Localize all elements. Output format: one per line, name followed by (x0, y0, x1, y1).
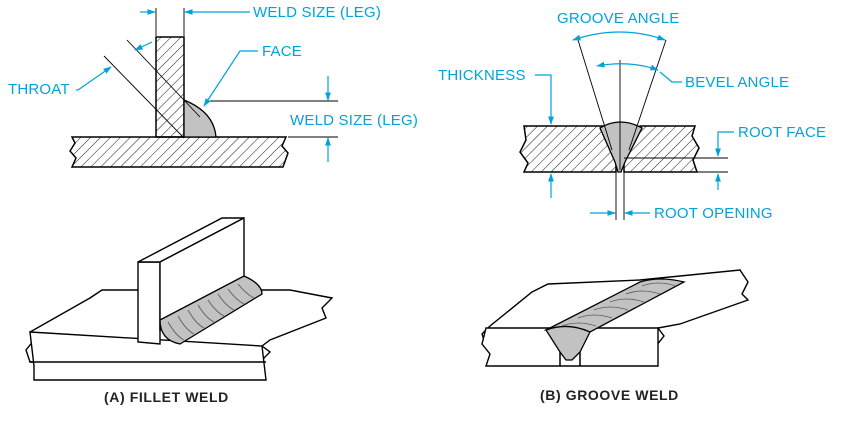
caption-fillet-weld: (A) FILLET WELD (104, 389, 229, 405)
label-thickness: THICKNESS (438, 67, 526, 84)
throat-arrow-upper (134, 41, 153, 51)
groove-pictorial-bead-end (545, 325, 591, 361)
fillet-weld-bead (183, 99, 217, 138)
groove-weld-bead (599, 121, 643, 173)
fillet-bead-ripples (167, 283, 255, 341)
label-bevel-angle: BEVEL ANGLE (685, 74, 789, 91)
bevel-angle-leader (659, 71, 682, 83)
fillet-base-plate (69, 136, 289, 168)
groove-bead-ripples (561, 282, 677, 327)
caption-groove-weld: (B) GROOVE WELD (540, 387, 679, 403)
label-groove-angle: GROOVE ANGLE (557, 10, 679, 27)
label-throat: THROAT (8, 81, 70, 98)
root-face-arrow-top (715, 131, 734, 157)
label-root-face: ROOT FACE (738, 124, 826, 141)
groove-angle-arc (572, 31, 666, 41)
fillet-vertical-front (137, 261, 161, 345)
face-leader (203, 50, 258, 107)
fillet-section: WELD SIZE (LEG) THROAT FACE WELD SIZE (L… (8, 4, 418, 168)
bevel-angle-arc (596, 61, 659, 71)
groove-pictorial-bead (543, 278, 686, 333)
label-weld-size-top: WELD SIZE (LEG) (253, 4, 381, 21)
throat-ext (103, 55, 185, 139)
label-weld-size-right: WELD SIZE (LEG) (290, 112, 418, 129)
groove-line-right (628, 39, 667, 151)
label-face: FACE (262, 43, 302, 60)
throat-line (126, 39, 201, 118)
fillet-pictorial (25, 216, 334, 381)
throat-arrow-lower (77, 66, 112, 91)
label-root-opening: ROOT OPENING (654, 205, 773, 222)
groove-pictorial (481, 269, 750, 367)
groove-section: GROOVE ANGLE BEVEL ANGLE THICKNESS ROOT … (438, 10, 826, 222)
groove-line-left (577, 39, 613, 151)
fillet-plate-front (29, 331, 267, 381)
thickness-arrow-top (535, 74, 554, 125)
fillet-vertical-member (155, 36, 185, 138)
